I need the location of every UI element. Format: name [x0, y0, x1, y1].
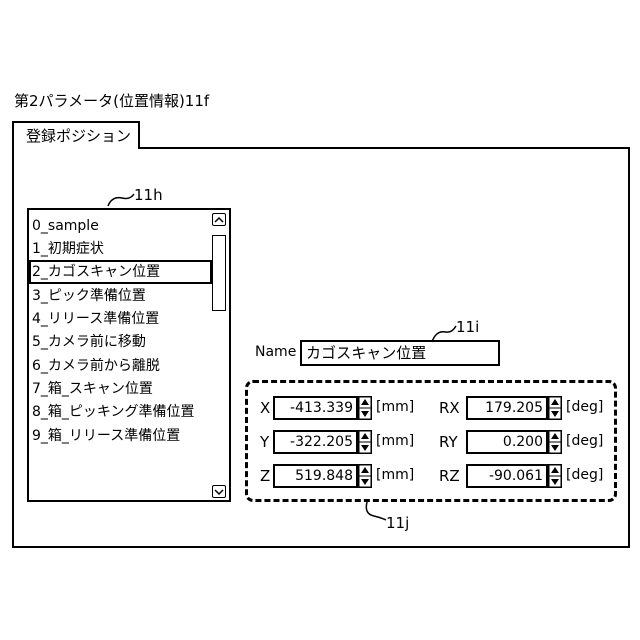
ry-unit: [deg] [566, 433, 603, 449]
name-label: Name [255, 344, 296, 360]
rx-spinner[interactable] [548, 396, 562, 420]
rz-unit: [deg] [566, 467, 603, 483]
chevron-up-icon [213, 215, 225, 225]
list-item[interactable]: 8_箱_ピッキング準備位置 [32, 400, 211, 424]
ry-label: RY [439, 433, 458, 451]
rz-spinner[interactable] [548, 464, 562, 488]
ref-label-11j: 11j [386, 514, 409, 532]
x-spinner[interactable] [358, 396, 372, 420]
ry-input[interactable]: 0.200 [466, 430, 548, 454]
list-item[interactable]: 4_リリース準備位置 [32, 307, 211, 331]
list-item[interactable]: 1_初期症状 [32, 237, 211, 261]
scrollbar-thumb[interactable] [212, 235, 226, 311]
rz-label: RZ [439, 467, 460, 485]
rx-input[interactable]: 179.205 [466, 396, 548, 420]
name-input[interactable]: カゴスキャン位置 [300, 340, 500, 366]
spinner-arrows-icon [358, 464, 372, 488]
chevron-down-icon [213, 487, 225, 497]
scroll-up-button[interactable] [212, 213, 226, 226]
x-unit: [mm] [376, 399, 414, 415]
x-input[interactable]: -413.339 [273, 396, 358, 420]
tab-registered-positions[interactable]: 登録ポジション [12, 121, 140, 149]
y-unit: [mm] [376, 433, 414, 449]
x-label: X [260, 399, 270, 417]
spinner-arrows-icon [548, 464, 562, 488]
z-spinner[interactable] [358, 464, 372, 488]
y-input[interactable]: -322.205 [273, 430, 358, 454]
z-unit: [mm] [376, 467, 414, 483]
list-item[interactable]: 7_箱_スキャン位置 [32, 377, 211, 401]
ry-spinner[interactable] [548, 430, 562, 454]
list-item[interactable]: 5_カメラ前に移動 [32, 330, 211, 354]
z-input[interactable]: 519.848 [273, 464, 358, 488]
spinner-arrows-icon [358, 396, 372, 420]
scroll-down-button[interactable] [212, 485, 226, 498]
ref-label-11i: 11i [456, 318, 479, 336]
y-spinner[interactable] [358, 430, 372, 454]
leader-11h [108, 194, 134, 206]
spinner-arrows-icon [548, 396, 562, 420]
leader-11j [366, 502, 386, 520]
spinner-arrows-icon [548, 430, 562, 454]
list-item[interactable]: 6_カメラ前から離脱 [32, 354, 211, 378]
list-item-label: 2_カゴスキャン位置 [31, 264, 160, 280]
list-item[interactable]: 9_箱_リリース準備位置 [32, 424, 211, 448]
list-item-selected[interactable]: 2_カゴスキャン位置 [29, 260, 212, 284]
z-label: Z [260, 467, 270, 485]
rx-label: RX [439, 399, 460, 417]
list-item[interactable]: 3_ピック準備位置 [32, 284, 211, 308]
y-label: Y [260, 433, 269, 451]
list-item[interactable]: 0_sample [32, 214, 211, 238]
rx-unit: [deg] [566, 399, 603, 415]
position-listbox[interactable]: 0_sample 1_初期症状 2_カゴスキャン位置 3_ピック準備位置 4_リ… [27, 208, 231, 502]
spinner-arrows-icon [358, 430, 372, 454]
rz-input[interactable]: -90.061 [466, 464, 548, 488]
